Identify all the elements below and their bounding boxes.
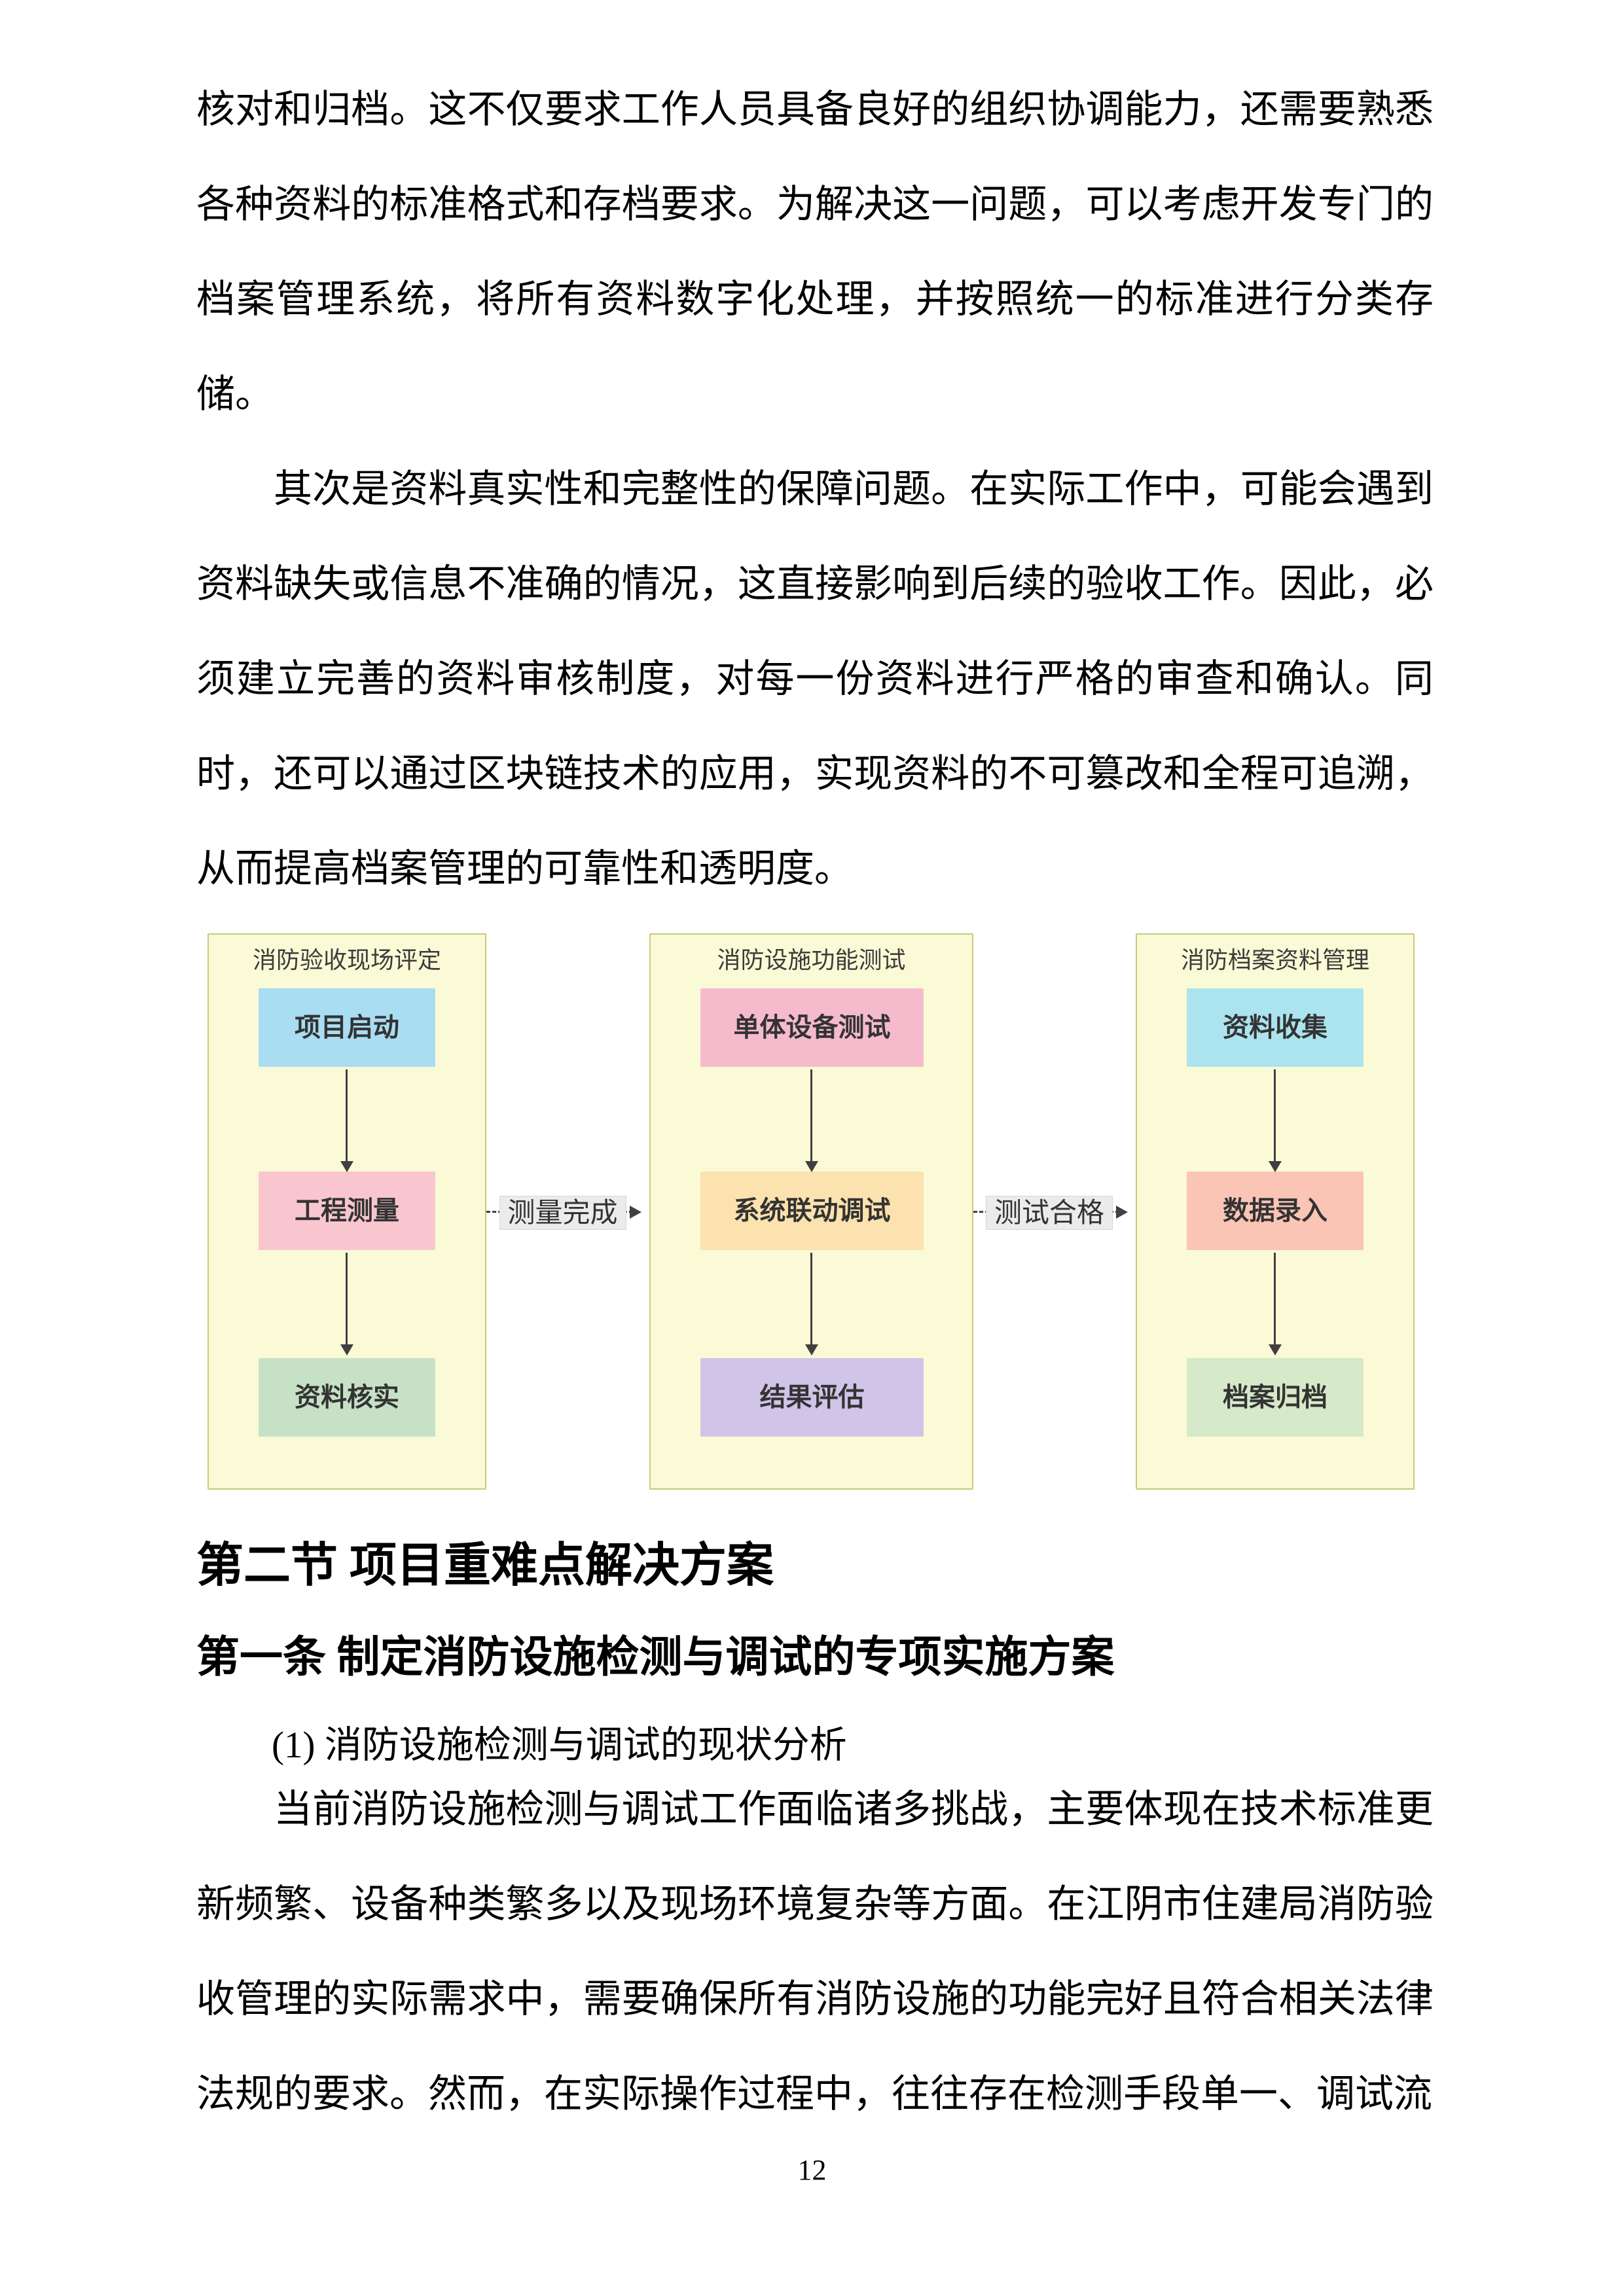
down-arrow-icon xyxy=(1269,1069,1282,1172)
connector-test-passed: 测试合格 xyxy=(973,1196,1128,1230)
step-archive-filing: 档案归档 xyxy=(1187,1358,1363,1437)
connector-label: 测试合格 xyxy=(985,1196,1113,1230)
down-arrow-icon xyxy=(340,1253,353,1355)
step-project-start: 项目启动 xyxy=(259,988,435,1067)
step-engineering-survey: 工程测量 xyxy=(259,1172,435,1250)
down-arrow-icon xyxy=(1269,1253,1282,1355)
lane-archive-management: 消防档案资料管理 资料收集 数据录入 档案归档 xyxy=(1136,933,1415,1490)
step-unit-device-test: 单体设备测试 xyxy=(700,988,924,1067)
item-heading: (1) 消防设施检测与调试的现状分析 xyxy=(272,1725,847,1766)
connector-label: 测量完成 xyxy=(499,1196,626,1230)
step-data-verification: 资料核实 xyxy=(259,1358,435,1437)
down-arrow-icon xyxy=(340,1069,353,1172)
lane-title: 消防设施功能测试 xyxy=(717,946,906,973)
connector-measurement-done: 测量完成 xyxy=(486,1196,641,1230)
section-heading: 第二节 项目重难点解决方案 xyxy=(196,1539,774,1592)
step-data-collection: 资料收集 xyxy=(1187,988,1363,1067)
paragraph-archive-management: 核对和归档。这不仅要求工作人员具备良好的组织协调能力，还需要熟悉各种资料的标准格… xyxy=(196,88,1434,416)
lane-function-testing: 消防设施功能测试 单体设备测试 系统联动调试 结果评估 xyxy=(649,933,973,1490)
page-number: 12 xyxy=(797,2154,827,2186)
paragraph-current-challenges: 当前消防设施检测与调试工作面临诸多挑战，主要体现在技术标准更新频繁、设备种类繁多… xyxy=(196,1787,1434,2115)
step-system-linkage-debug: 系统联动调试 xyxy=(700,1172,924,1250)
lane-site-assessment: 消防验收现场评定 项目启动 工程测量 资料核实 xyxy=(208,933,486,1490)
fire-inspection-flowchart: 消防验收现场评定 项目启动 工程测量 资料核实 消防设施功能测试 单体设备测试 … xyxy=(208,933,1415,1490)
step-result-evaluation: 结果评估 xyxy=(700,1358,924,1437)
down-arrow-icon xyxy=(804,1069,818,1172)
lane-title: 消防档案资料管理 xyxy=(1180,946,1369,973)
lane-title: 消防验收现场评定 xyxy=(252,946,441,973)
down-arrow-icon xyxy=(804,1253,818,1355)
step-data-entry: 数据录入 xyxy=(1187,1172,1363,1250)
article-heading: 第一条 制定消防设施检测与调试的专项实施方案 xyxy=(196,1634,1115,1681)
paragraph-data-integrity: 其次是资料真实性和完整性的保障问题。在实际工作中，可能会遇到资料缺失或信息不准确… xyxy=(196,467,1434,890)
